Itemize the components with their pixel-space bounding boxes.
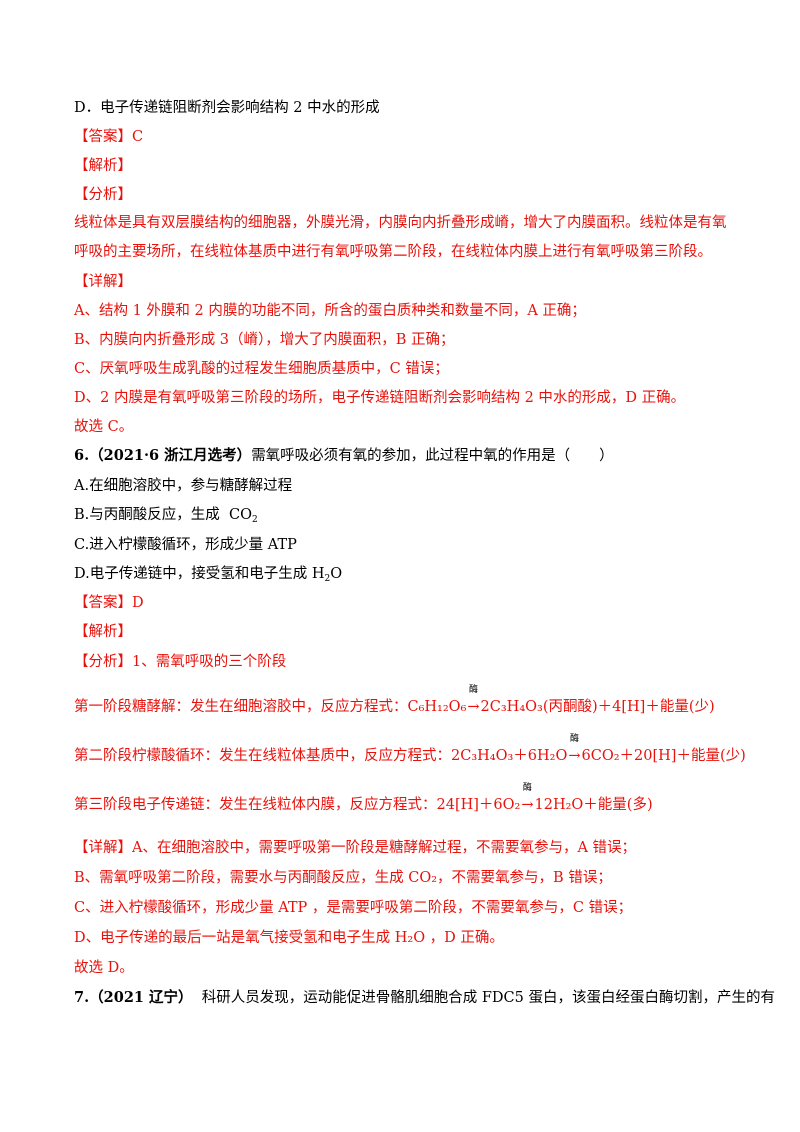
stage3-product: 12H₂O＋能量(多) [534,797,653,813]
q7-stem: 科研人员发现，运动能促进骨骼肌细胞合成 FDC5 蛋白，该蛋白经蛋白酶切割，产生… [201,990,775,1006]
stage2-reactant: 2C₃H₄O₃＋6H₂O [451,748,568,764]
q6-option-a: A.在细胞溶胶中，参与糖酵解过程 [74,478,293,494]
q6-option-c: C.进入柠檬酸循环，形成少量 ATP [74,537,297,553]
q6-source: （2021·6 浙江月选考） [89,447,252,464]
reaction-arrow-icon: 酶→ [567,734,581,766]
q5-detail-d: D、2 内膜是有氧呼吸第三阶段的场所，电子传递链阻断剂会影响结构 2 中水的形成… [74,390,686,406]
q5-analysis-paragraph: 线粒体是具有双层膜结构的细胞器，外膜光滑，内膜向内折叠形成嵴，增大了内膜面积。线… [74,215,727,260]
reaction-arrow-icon: 酶→ [466,685,480,717]
q7-source: （2021 辽宁） [89,989,193,1006]
q6-stem-line: 6.（2021·6 浙江月选考）需氧呼吸必须有氧的参加，此过程中氧的作用是（ ） [74,446,614,466]
q5-detail-b: B、内膜向内折叠形成 3（嵴），增大了内膜面积，B 正确； [74,332,455,348]
q6-stem: 需氧呼吸必须有氧的参加，此过程中氧的作用是（ ） [251,448,614,464]
q5-answer: 【答案】C [74,129,144,145]
q6-answer: 【答案】D [74,595,144,611]
q6-detail-b: B、需氧呼吸第二阶段，需要水与丙酮酸反应，生成 CO₂，不需要氧参与，B 错误； [74,870,612,886]
reaction-arrow-icon: 酶→ [520,783,534,815]
q6-fenxi-heading: 【分析】1、需氧呼吸的三个阶段 [74,654,287,670]
prev-option-d: D．电子传递链阻断剂会影响结构 2 中水的形成 [74,100,380,116]
q6-option-b: B.与丙酮酸反应，生成 CO2 [74,507,258,525]
stage1-reactant: C₆H₁₂O₆ [407,699,467,715]
q6-detail-a: 【详解】A、在细胞溶胶中，需要呼吸第一阶段是糖酵解过程，不需要氧参与，A 错误； [74,840,637,856]
q5-detail-a: A、结构 1 外膜和 2 内膜的功能不同，所含的蛋白质种类和数量不同，A 正确； [74,303,586,319]
q6-detail-d: D、电子传递的最后一站是氧气接受氢和电子生成 H₂O ，D 正确。 [74,930,504,946]
enzyme-label: 酶 [522,783,532,793]
q7-stem-line: 7.（2021 辽宁） 科研人员发现，运动能促进骨骼肌细胞合成 FDC5 蛋白，… [74,988,775,1008]
enzyme-label: 酶 [569,734,579,744]
q6-jiexi-heading: 【解析】 [74,624,132,640]
q7-number: 7. [74,989,90,1006]
stage3-reactant: 24[H]＋6O₂ [436,797,521,813]
q5-conclusion: 故选 C。 [74,419,134,435]
q5-fenxi-heading: 【分析】 [74,187,132,203]
q5-jiexi-heading: 【解析】 [74,158,132,174]
stage2-product: 6CO₂＋20[H]＋能量(少) [581,748,746,764]
q6-number: 6. [74,447,90,464]
q5-detail-c: C、厌氧呼吸生成乳酸的过程发生细胞质基质中，C 错误； [74,361,449,377]
q6-detail-c: C、进入柠檬酸循环，形成少量 ATP ，是需要呼吸第二阶段，不需要氧参与，C 错… [74,900,633,916]
q5-xiangjie-heading: 【详解】 [74,274,132,290]
q6-conclusion: 故选 D。 [74,960,134,976]
stage1-product: 2C₃H₄O₃(丙酮酸)＋4[H]＋能量(少) [480,699,715,715]
enzyme-label: 酶 [468,685,478,695]
q6-option-d: D.电子传递链中，接受氢和电子生成 H2O [74,566,343,584]
